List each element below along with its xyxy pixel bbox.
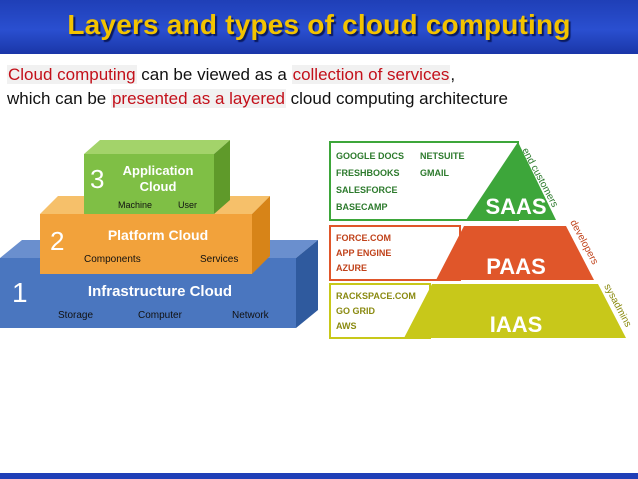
infrastructure-title: Infrastructure Cloud [88, 283, 232, 300]
application-number: 3 [90, 164, 104, 194]
saas-example: NETSUITE [420, 151, 465, 161]
subtitle-highlight-collection: collection of services [291, 65, 451, 84]
subtitle-line-2: which can be presented as a layered clou… [7, 87, 508, 111]
slide-title: Layers and types of cloud computing [67, 9, 571, 40]
platform-sub-services: Services [200, 254, 238, 265]
paas-trapezoid [436, 226, 594, 280]
subtitle: Cloud computing can be viewed as a colle… [7, 63, 508, 111]
saas-example: GMAIL [420, 168, 449, 178]
title-bar: Layers and types of cloud computing [0, 0, 638, 54]
application-sub-machine: Machine [118, 200, 152, 210]
platform-sub-components: Components [84, 254, 141, 265]
iaas-example: AWS [336, 321, 357, 331]
paas-box [329, 225, 461, 281]
saas-triangle [466, 142, 556, 220]
iaas-trapezoid [404, 284, 626, 338]
saas-example: SALESFORCE [336, 185, 398, 195]
subtitle-text: cloud computing architecture [285, 89, 508, 108]
iaas-example: GO GRID [336, 306, 376, 316]
bottom-bar [0, 473, 638, 479]
paas-example: APP ENGINE [336, 248, 391, 258]
subtitle-line-1: Cloud computing can be viewed as a colle… [7, 63, 508, 87]
subtitle-text: which can be [7, 89, 111, 108]
iaas-example: RACKSPACE.COM [336, 291, 416, 301]
platform-number: 2 [50, 226, 64, 256]
infrastructure-sub-computer: Computer [138, 310, 183, 321]
platform-title: Platform Cloud [108, 227, 208, 243]
application-layer: 3 Application Cloud Machine User [84, 140, 230, 214]
subtitle-highlight-cloud-computing: Cloud computing [7, 65, 137, 84]
saas-label: SAAS [485, 194, 546, 219]
infrastructure-number: 1 [12, 277, 28, 308]
application-title-line1: Application [123, 163, 194, 178]
paas-example: FORCE.COM [336, 233, 391, 243]
saas-example: GOOGLE DOCS [336, 151, 404, 161]
infrastructure-sub-network: Network [232, 310, 270, 321]
service-pyramid: GOOGLE DOCS NETSUITE FRESHBOOKS GMAIL SA… [329, 141, 633, 339]
paas-example: AZURE [336, 263, 367, 273]
application-title-line2: Cloud [140, 179, 177, 194]
subtitle-text: , [450, 65, 456, 84]
subtitle-text: can be viewed as a [136, 65, 292, 84]
iaas-label: IAAS [490, 312, 543, 337]
saas-example: FRESHBOOKS [336, 168, 400, 178]
infrastructure-sub-storage: Storage [58, 310, 93, 321]
saas-example: BASECAMP [336, 202, 388, 212]
application-sub-user: User [178, 200, 197, 210]
subtitle-highlight-layered: presented as a layered [110, 89, 286, 108]
paas-label: PAAS [486, 254, 546, 279]
